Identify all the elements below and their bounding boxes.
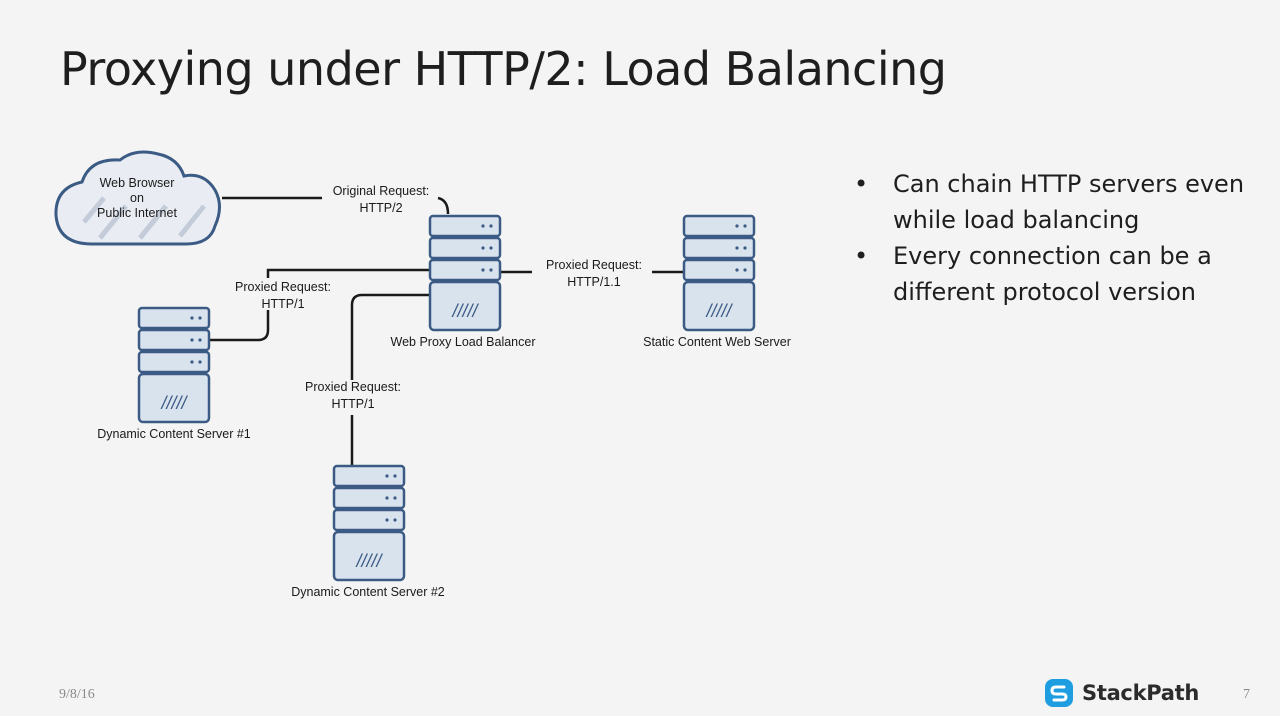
static-server-glyph: ///// [704, 301, 733, 321]
edge-original-label-line2: HTTP/2 [359, 201, 402, 215]
brand-name: StackPath [1082, 681, 1200, 705]
browser-label-line2: on [130, 191, 144, 205]
edge-static-label-line2: HTTP/1.1 [567, 275, 621, 289]
edge-dynamic1-label-line1: Proxied Request: [235, 280, 331, 294]
slide-number: 7 [1243, 687, 1250, 702]
edge-browser-proxy [222, 196, 450, 215]
dynamic-server-1-glyph: ///// [159, 393, 188, 413]
proxy-server-icon: ///// [428, 214, 502, 332]
connection-lines [208, 196, 684, 466]
edge-proxy-dynamic1 [208, 268, 430, 342]
proxy-server-glyph: ///// [450, 301, 479, 321]
browser-label-line1: Web Browser [100, 176, 175, 190]
dynamic-server-2-label: Dynamic Content Server #2 [291, 585, 445, 599]
dynamic-server-2-glyph: ///// [354, 551, 383, 571]
edge-dynamic1-label-line2: HTTP/1 [261, 297, 304, 311]
bullet-list: Can chain HTTP servers even while load b… [852, 166, 1262, 310]
static-server-icon: ///// [682, 214, 756, 332]
brand-logo: StackPath [1044, 676, 1199, 710]
dynamic-server-1-icon: ///// [137, 306, 211, 424]
browser-label-line3: Public Internet [97, 206, 177, 220]
bullet-item: Every connection can be a different prot… [852, 238, 1262, 310]
edge-dynamic2-label-line2: HTTP/1 [331, 397, 374, 411]
bullet-item: Can chain HTTP servers even while load b… [852, 166, 1262, 238]
edge-dynamic2-label-line1: Proxied Request: [305, 380, 401, 394]
stackpath-logo-icon [1045, 679, 1073, 707]
dynamic-server-1-label: Dynamic Content Server #1 [97, 427, 251, 441]
edge-proxy-dynamic2 [350, 293, 430, 466]
edge-static-label-line1: Proxied Request: [546, 258, 642, 272]
edge-original-label-line1: Original Request: [333, 184, 430, 198]
cloud-icon: Web Browser on Public Internet [54, 150, 221, 246]
static-server-label: Static Content Web Server [643, 335, 791, 349]
proxy-server-label: Web Proxy Load Balancer [391, 335, 536, 349]
slide-title: Proxying under HTTP/2: Load Balancing [60, 42, 947, 96]
footer-date: 9/8/16 [59, 687, 95, 702]
dynamic-server-2-icon: ///// [332, 464, 406, 582]
